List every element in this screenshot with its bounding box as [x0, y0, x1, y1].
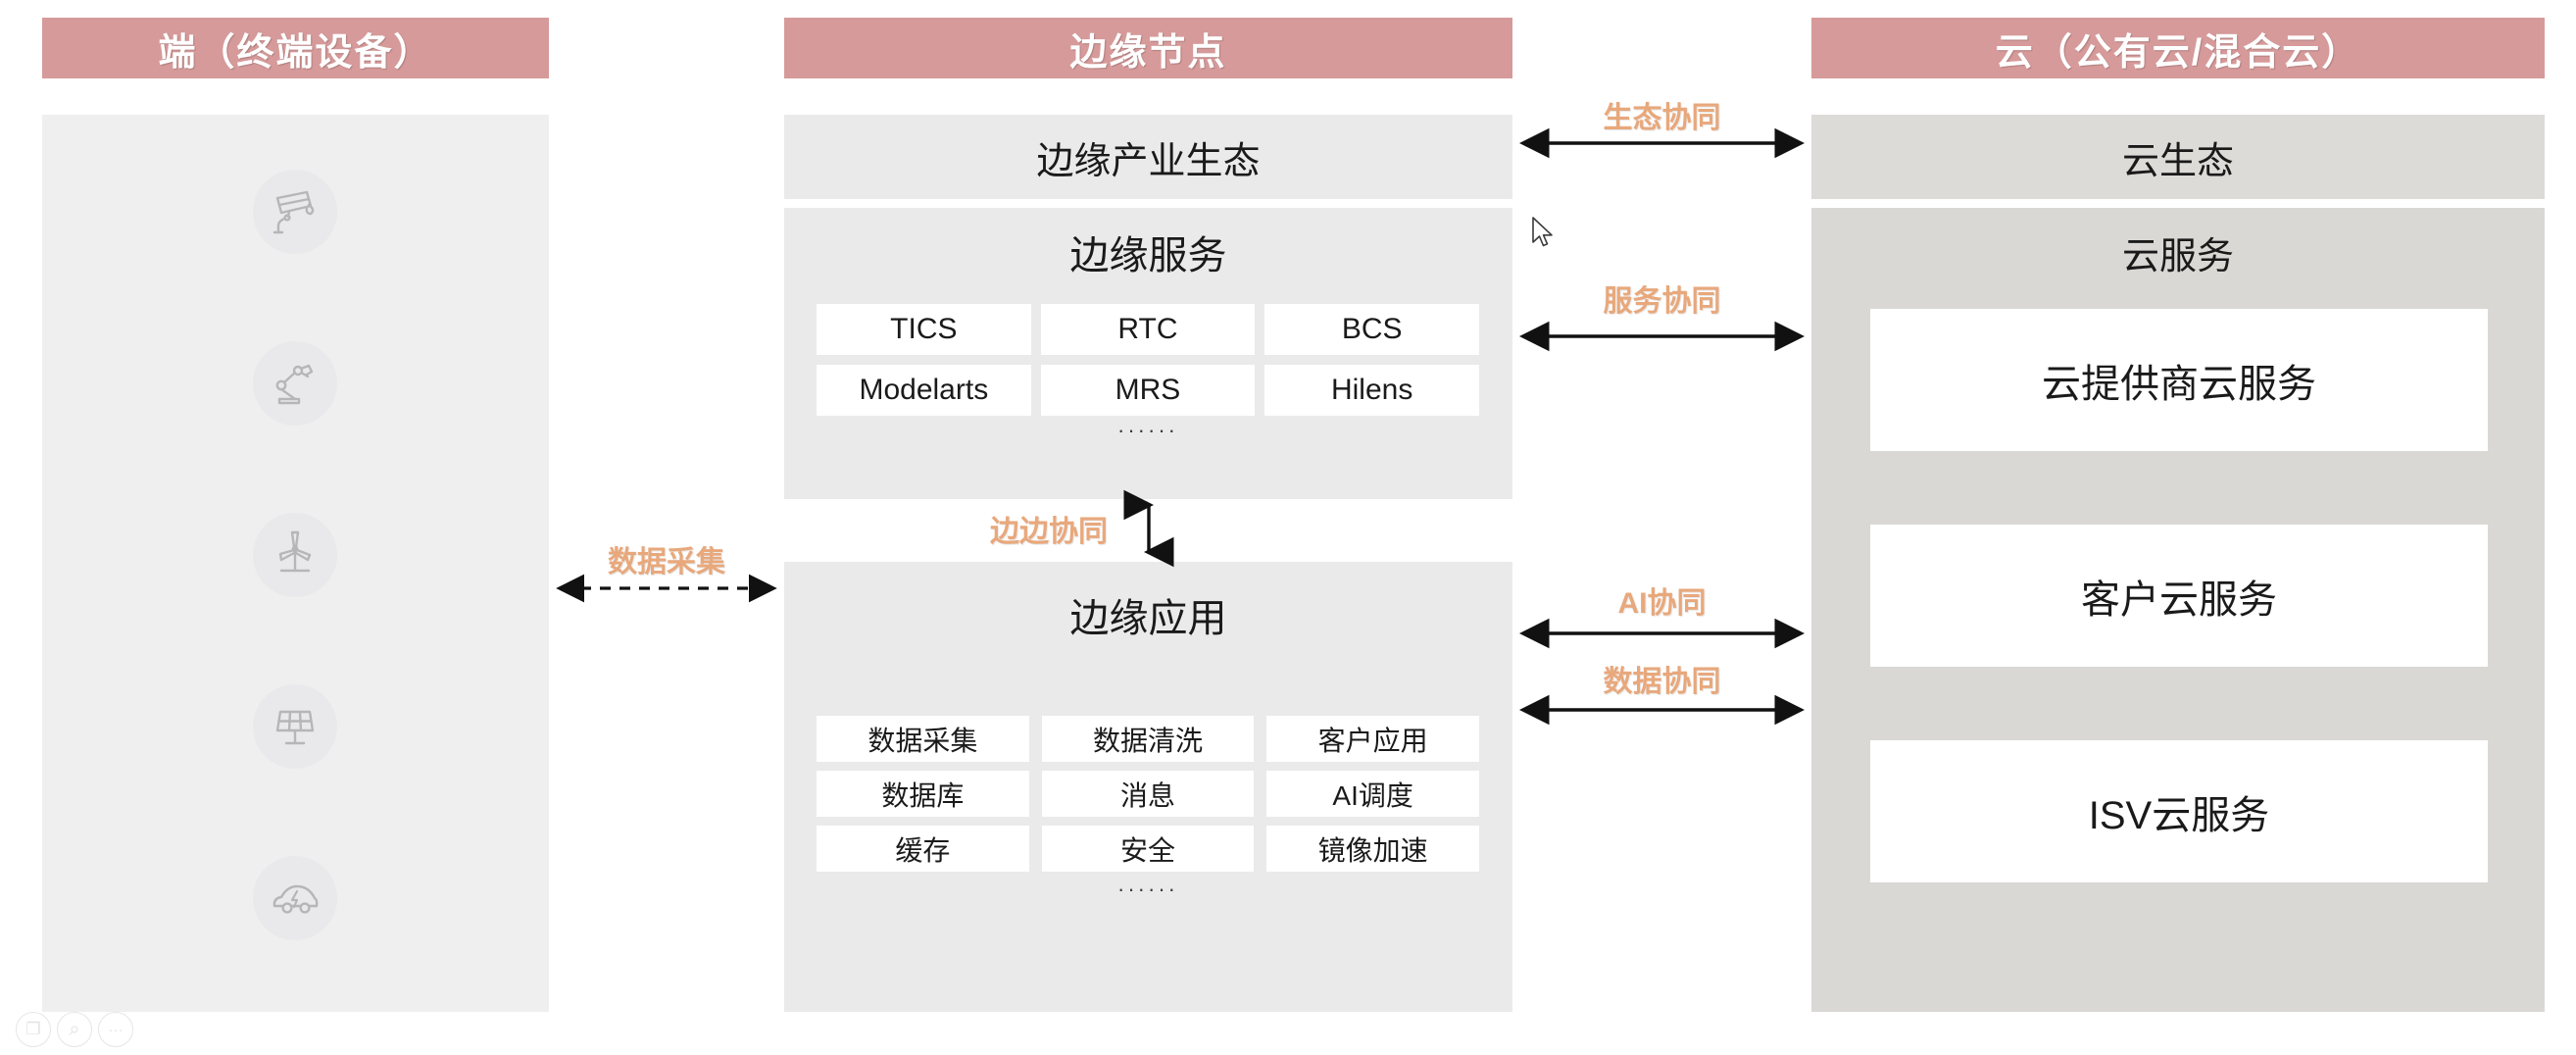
edge-service-chip[interactable]: MRS	[1040, 365, 1256, 416]
edge-application-chip[interactable]: 客户应用	[1266, 716, 1479, 762]
cloud-column-header: 云（公有云/混合云）	[1811, 18, 2545, 78]
connector-label-ai-collaboration: AI协同	[1617, 587, 1707, 620]
cloud-service-card[interactable]: 云提供商云服务	[1870, 309, 2488, 451]
edge-ecosystem-panel: 边缘产业生态	[784, 115, 1512, 199]
device-item-solar-panel	[253, 684, 337, 769]
electric-car-icon	[272, 884, 319, 914]
camera-icon	[272, 190, 315, 234]
connector-label-data-collection: 数据采集	[608, 546, 725, 578]
bottom-toolbar: ❐ ⌕ ···	[16, 1012, 133, 1047]
cloud-ecosystem-panel: 云生态	[1811, 115, 2545, 199]
connector-label-ecosystem-collaboration: 生态协同	[1603, 102, 1721, 134]
cloud-service-title: 云服务	[2121, 236, 2234, 277]
more-icon[interactable]: ···	[98, 1012, 133, 1047]
device-item-wind-turbine	[253, 513, 337, 597]
edge-application-chip[interactable]: 数据清洗	[1041, 716, 1255, 762]
edge-service-chip[interactable]: TICS	[817, 304, 1031, 355]
robot-arm-icon	[275, 364, 314, 405]
solar-panel-icon	[275, 710, 315, 745]
edge-service-chip[interactable]: Hilens	[1264, 365, 1479, 416]
cloud-service-card[interactable]: ISV云服务	[1870, 740, 2488, 882]
edge-service-chip[interactable]: BCS	[1264, 304, 1479, 355]
edge-service-chip-grid: TICS RTC BCS Modelarts MRS Hilens	[817, 304, 1479, 416]
edge-application-chip[interactable]: 缓存	[817, 826, 1029, 872]
edge-application-chip[interactable]: 镜像加速	[1266, 826, 1479, 872]
copy-icon[interactable]: ❐	[16, 1012, 51, 1047]
edge-application-chip[interactable]: AI调度	[1266, 771, 1479, 817]
edge-service-chip[interactable]: RTC	[1040, 304, 1256, 355]
edge-application-chip-grid: 数据采集 数据清洗 客户应用 数据库 消息 AI调度 缓存 安全 镜像加速	[817, 716, 1479, 872]
connector-label-data-collaboration: 数据协同	[1603, 666, 1721, 698]
edge-service-more-dots: ······	[1117, 418, 1178, 442]
edge-application-chip[interactable]: 数据采集	[817, 716, 1029, 762]
edge-application-chip[interactable]: 数据库	[817, 771, 1029, 817]
mouse-cursor	[1532, 217, 1553, 247]
connector-label-service-collaboration: 服务协同	[1603, 285, 1721, 318]
connector-arrow-data-collection	[556, 574, 777, 603]
edge-ecosystem-title: 边缘产业生态	[1036, 140, 1261, 182]
terminal-column-header: 端（终端设备）	[42, 18, 549, 78]
connector-arrow-data-collaboration	[1518, 694, 1806, 726]
cloud-service-card[interactable]: 客户云服务	[1870, 525, 2488, 667]
search-icon[interactable]: ⌕	[57, 1012, 92, 1047]
connector-arrow-ecosystem-collaboration	[1518, 127, 1806, 159]
edge-application-title: 边缘应用	[1069, 597, 1227, 640]
cloud-ecosystem-title: 云生态	[2121, 140, 2234, 182]
edge-column-header: 边缘节点	[784, 18, 1512, 78]
device-item-electric-vehicle	[253, 856, 337, 940]
edge-service-chip[interactable]: Modelarts	[817, 365, 1031, 416]
device-item-security-camera	[253, 170, 337, 254]
edge-application-chip[interactable]: 消息	[1041, 771, 1255, 817]
device-item-robot-arm	[253, 341, 337, 426]
connector-arrow-edge-edge-collaboration	[1123, 489, 1174, 568]
wind-turbine-icon	[278, 530, 312, 573]
connector-arrow-service-collaboration	[1518, 321, 1806, 352]
edge-service-title: 边缘服务	[1069, 234, 1227, 277]
edge-application-more-dots: ······	[1117, 877, 1178, 901]
connector-arrow-ai-collaboration	[1518, 618, 1806, 649]
connector-label-edge-edge-collaboration: 边边协同	[990, 516, 1108, 548]
edge-application-chip[interactable]: 安全	[1041, 826, 1255, 872]
